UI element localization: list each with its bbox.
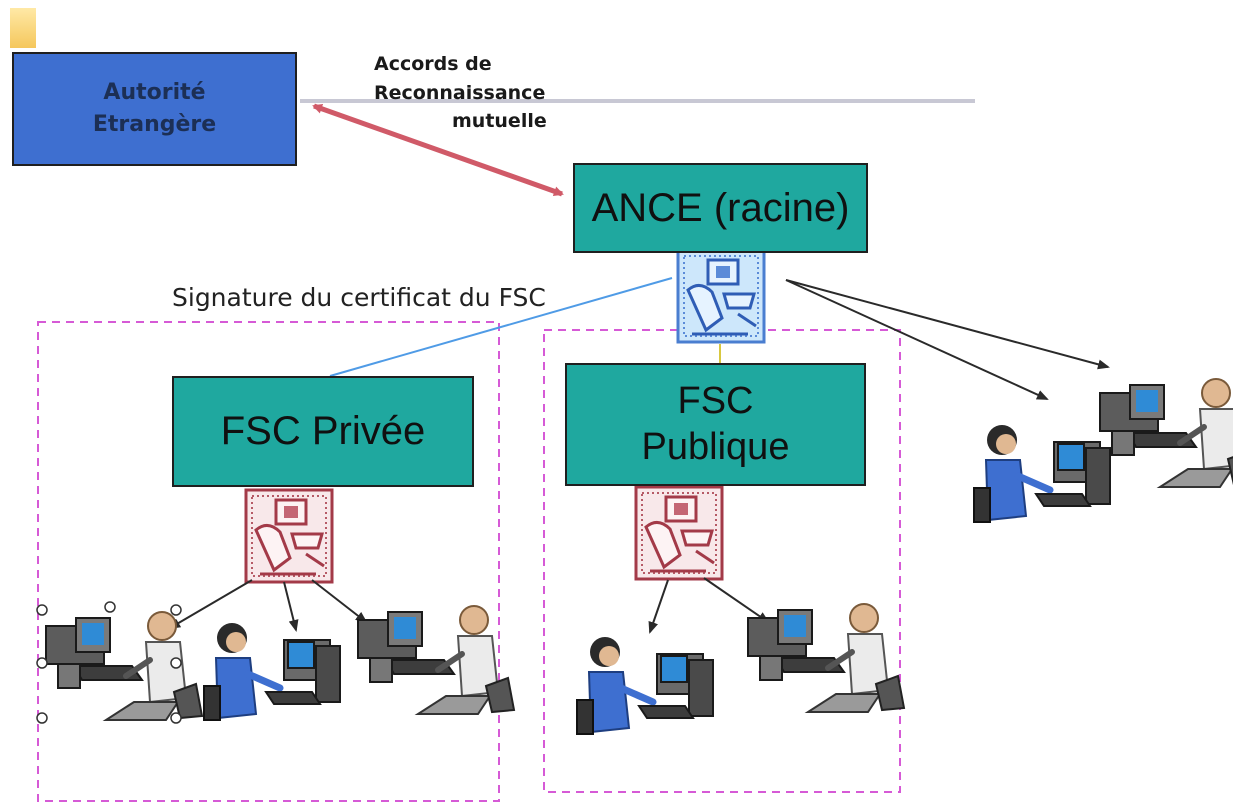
- mutual-label-line-3: mutuelle: [452, 110, 547, 132]
- workstation-icon: [577, 637, 713, 734]
- mutual-recognition-arrow: [312, 103, 564, 197]
- workstation-icon: [748, 604, 904, 712]
- private-arrow-2: [283, 581, 299, 632]
- root-certificate-icon: [676, 248, 766, 344]
- private-group-border: [37, 321, 500, 802]
- signature-label: Signature du certificat du FSC: [172, 283, 546, 312]
- mutual-recognition-label: Accords de Reconnaissance mutuelle: [360, 50, 600, 136]
- foreign-authority-label: Autorité Etrangère: [92, 80, 217, 137]
- workstation-icon: [358, 606, 514, 714]
- mutual-label-line-2: Reconnaissance: [374, 81, 546, 104]
- public-arrow-2: [703, 577, 770, 624]
- foreign-authority-box: Autorité Etrangère: [12, 52, 297, 166]
- workstation-icon: [204, 623, 340, 720]
- workstation-icon: [974, 425, 1110, 522]
- selection-handles: [36, 601, 182, 724]
- private-certificate-icon: [244, 488, 334, 584]
- workstation-icon: [1100, 379, 1233, 487]
- fsc-public-label: FSC Publique: [641, 379, 790, 468]
- public-group-border: [543, 329, 901, 793]
- signature-line: [329, 277, 673, 377]
- fsc-public-box: FSC Publique: [565, 363, 866, 486]
- mutual-label-line-1: Accords de: [374, 53, 492, 75]
- public-arrow-1: [648, 579, 669, 634]
- slide-corner-decoration: [10, 8, 36, 48]
- fsc-private-box: FSC Privée: [172, 376, 474, 487]
- public-certificate-icon: [634, 485, 724, 581]
- private-arrow-3: [311, 579, 368, 624]
- private-arrow-1: [168, 579, 253, 630]
- root-authority-label: ANCE (racine): [591, 185, 850, 230]
- root-to-user-arrow-2: [785, 279, 1110, 370]
- root-authority-box: ANCE (racine): [573, 163, 868, 253]
- fsc-private-label: FSC Privée: [220, 409, 426, 453]
- root-to-user-arrow-1: [785, 279, 1049, 400]
